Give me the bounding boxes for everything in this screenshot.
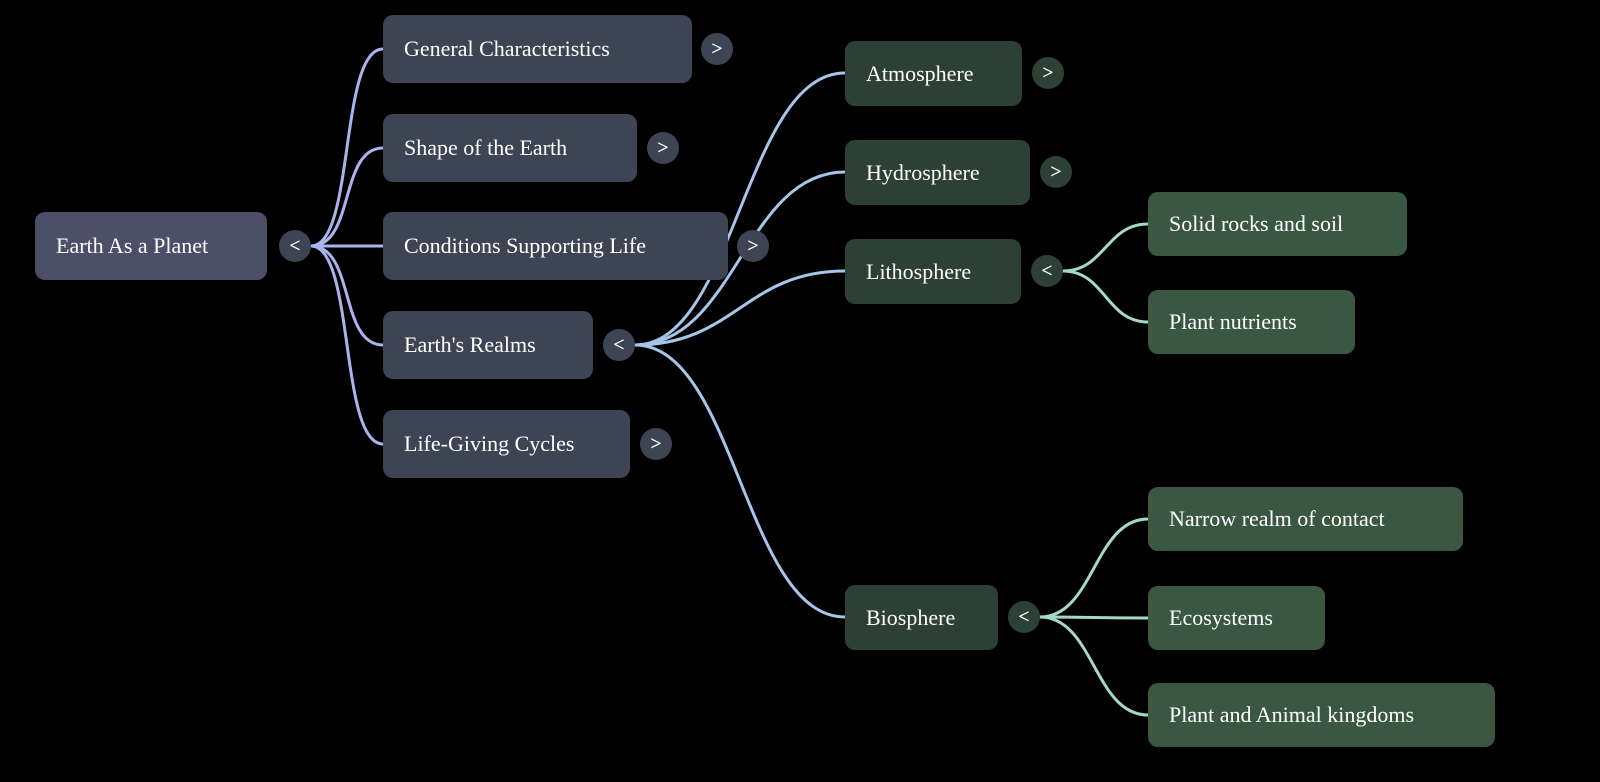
- expand-button-hydrosphere[interactable]: >: [1040, 156, 1072, 188]
- node-solid-rocks-and-soil[interactable]: Solid rocks and soil: [1148, 192, 1407, 256]
- edge-realms-hydrosphere: [633, 170, 847, 347]
- collapse-button-lithosphere[interactable]: <: [1031, 255, 1063, 287]
- collapse-button-earth-as-a-planet[interactable]: <: [279, 230, 311, 262]
- node-earth-as-a-planet[interactable]: Earth As a Planet: [35, 212, 267, 280]
- edge-realms-lithosphere: [633, 269, 847, 347]
- expand-button-atmosphere[interactable]: >: [1032, 57, 1064, 89]
- node-shape-of-the-earth[interactable]: Shape of the Earth: [383, 114, 637, 182]
- node-label: Atmosphere: [866, 60, 974, 86]
- edge-biosphere-plant-animal-kingdoms: [1038, 615, 1150, 717]
- node-plant-and-animal-kingdoms[interactable]: Plant and Animal kingdoms: [1148, 683, 1495, 747]
- collapse-button-biosphere[interactable]: <: [1008, 601, 1040, 633]
- collapse-icon: <: [289, 234, 301, 257]
- node-label: Earth's Realms: [404, 332, 536, 357]
- expand-button-general-characteristics[interactable]: >: [701, 33, 733, 65]
- collapse-icon: <: [1018, 605, 1030, 628]
- node-label: Life-Giving Cycles: [404, 431, 575, 456]
- node-label: Ecosystems: [1169, 605, 1273, 630]
- expand-icon: >: [1042, 61, 1054, 84]
- node-label: Hydrosphere: [866, 159, 980, 185]
- node-label: Shape of the Earth: [404, 135, 568, 160]
- node-hydrosphere[interactable]: Hydrosphere: [845, 140, 1030, 205]
- expand-icon: >: [1050, 160, 1062, 183]
- edge-root-general-characteristics: [309, 47, 385, 248]
- edge-lithosphere-solid-rocks: [1061, 222, 1150, 273]
- node-label: Plant and Animal kingdoms: [1169, 702, 1415, 727]
- edge-biosphere-ecosystems: [1038, 615, 1150, 620]
- node-label: Solid rocks and soil: [1169, 211, 1344, 236]
- node-label: Earth As a Planet: [56, 233, 209, 258]
- node-general-characteristics[interactable]: General Characteristics: [383, 15, 692, 83]
- node-conditions-supporting-life[interactable]: Conditions Supporting Life: [383, 212, 728, 280]
- node-life-giving-cycles[interactable]: Life-Giving Cycles: [383, 410, 630, 478]
- expand-button-shape-of-the-earth[interactable]: >: [647, 132, 679, 164]
- node-label: Plant nutrients: [1169, 309, 1297, 334]
- expand-icon: >: [657, 136, 669, 159]
- edge-realms-atmosphere: [633, 71, 847, 347]
- edge-lithosphere-plant-nutrients: [1061, 269, 1150, 324]
- node-atmosphere[interactable]: Atmosphere: [845, 41, 1022, 106]
- edge-root-life-giving-cycles: [309, 244, 385, 446]
- collapse-icon: <: [1041, 259, 1053, 282]
- expand-icon: >: [650, 432, 662, 455]
- node-biosphere[interactable]: Biosphere: [845, 585, 998, 650]
- edge-biosphere-narrow-realm: [1038, 517, 1150, 619]
- expand-icon: >: [747, 234, 759, 257]
- node-label: Conditions Supporting Life: [404, 233, 646, 258]
- collapse-button-earths-realms[interactable]: <: [603, 329, 635, 361]
- node-earths-realms[interactable]: Earth's Realms: [383, 311, 593, 379]
- edge-root-earths-realms: [309, 244, 385, 347]
- expand-icon: >: [711, 37, 723, 60]
- node-label: Narrow realm of contact: [1169, 506, 1385, 531]
- edge-realms-biosphere: [633, 343, 847, 619]
- node-ecosystems[interactable]: Ecosystems: [1148, 586, 1325, 650]
- node-label: Lithosphere: [866, 258, 972, 284]
- expand-button-life-giving-cycles[interactable]: >: [640, 428, 672, 460]
- edge-root-shape-of-the-earth: [309, 146, 385, 248]
- node-lithosphere[interactable]: Lithosphere: [845, 239, 1021, 304]
- node-narrow-realm-of-contact[interactable]: Narrow realm of contact: [1148, 487, 1463, 551]
- node-plant-nutrients[interactable]: Plant nutrients: [1148, 290, 1355, 354]
- node-label: Biosphere: [866, 604, 956, 630]
- expand-button-conditions-supporting-life[interactable]: >: [737, 230, 769, 262]
- collapse-icon: <: [613, 333, 625, 356]
- node-label: General Characteristics: [404, 36, 610, 61]
